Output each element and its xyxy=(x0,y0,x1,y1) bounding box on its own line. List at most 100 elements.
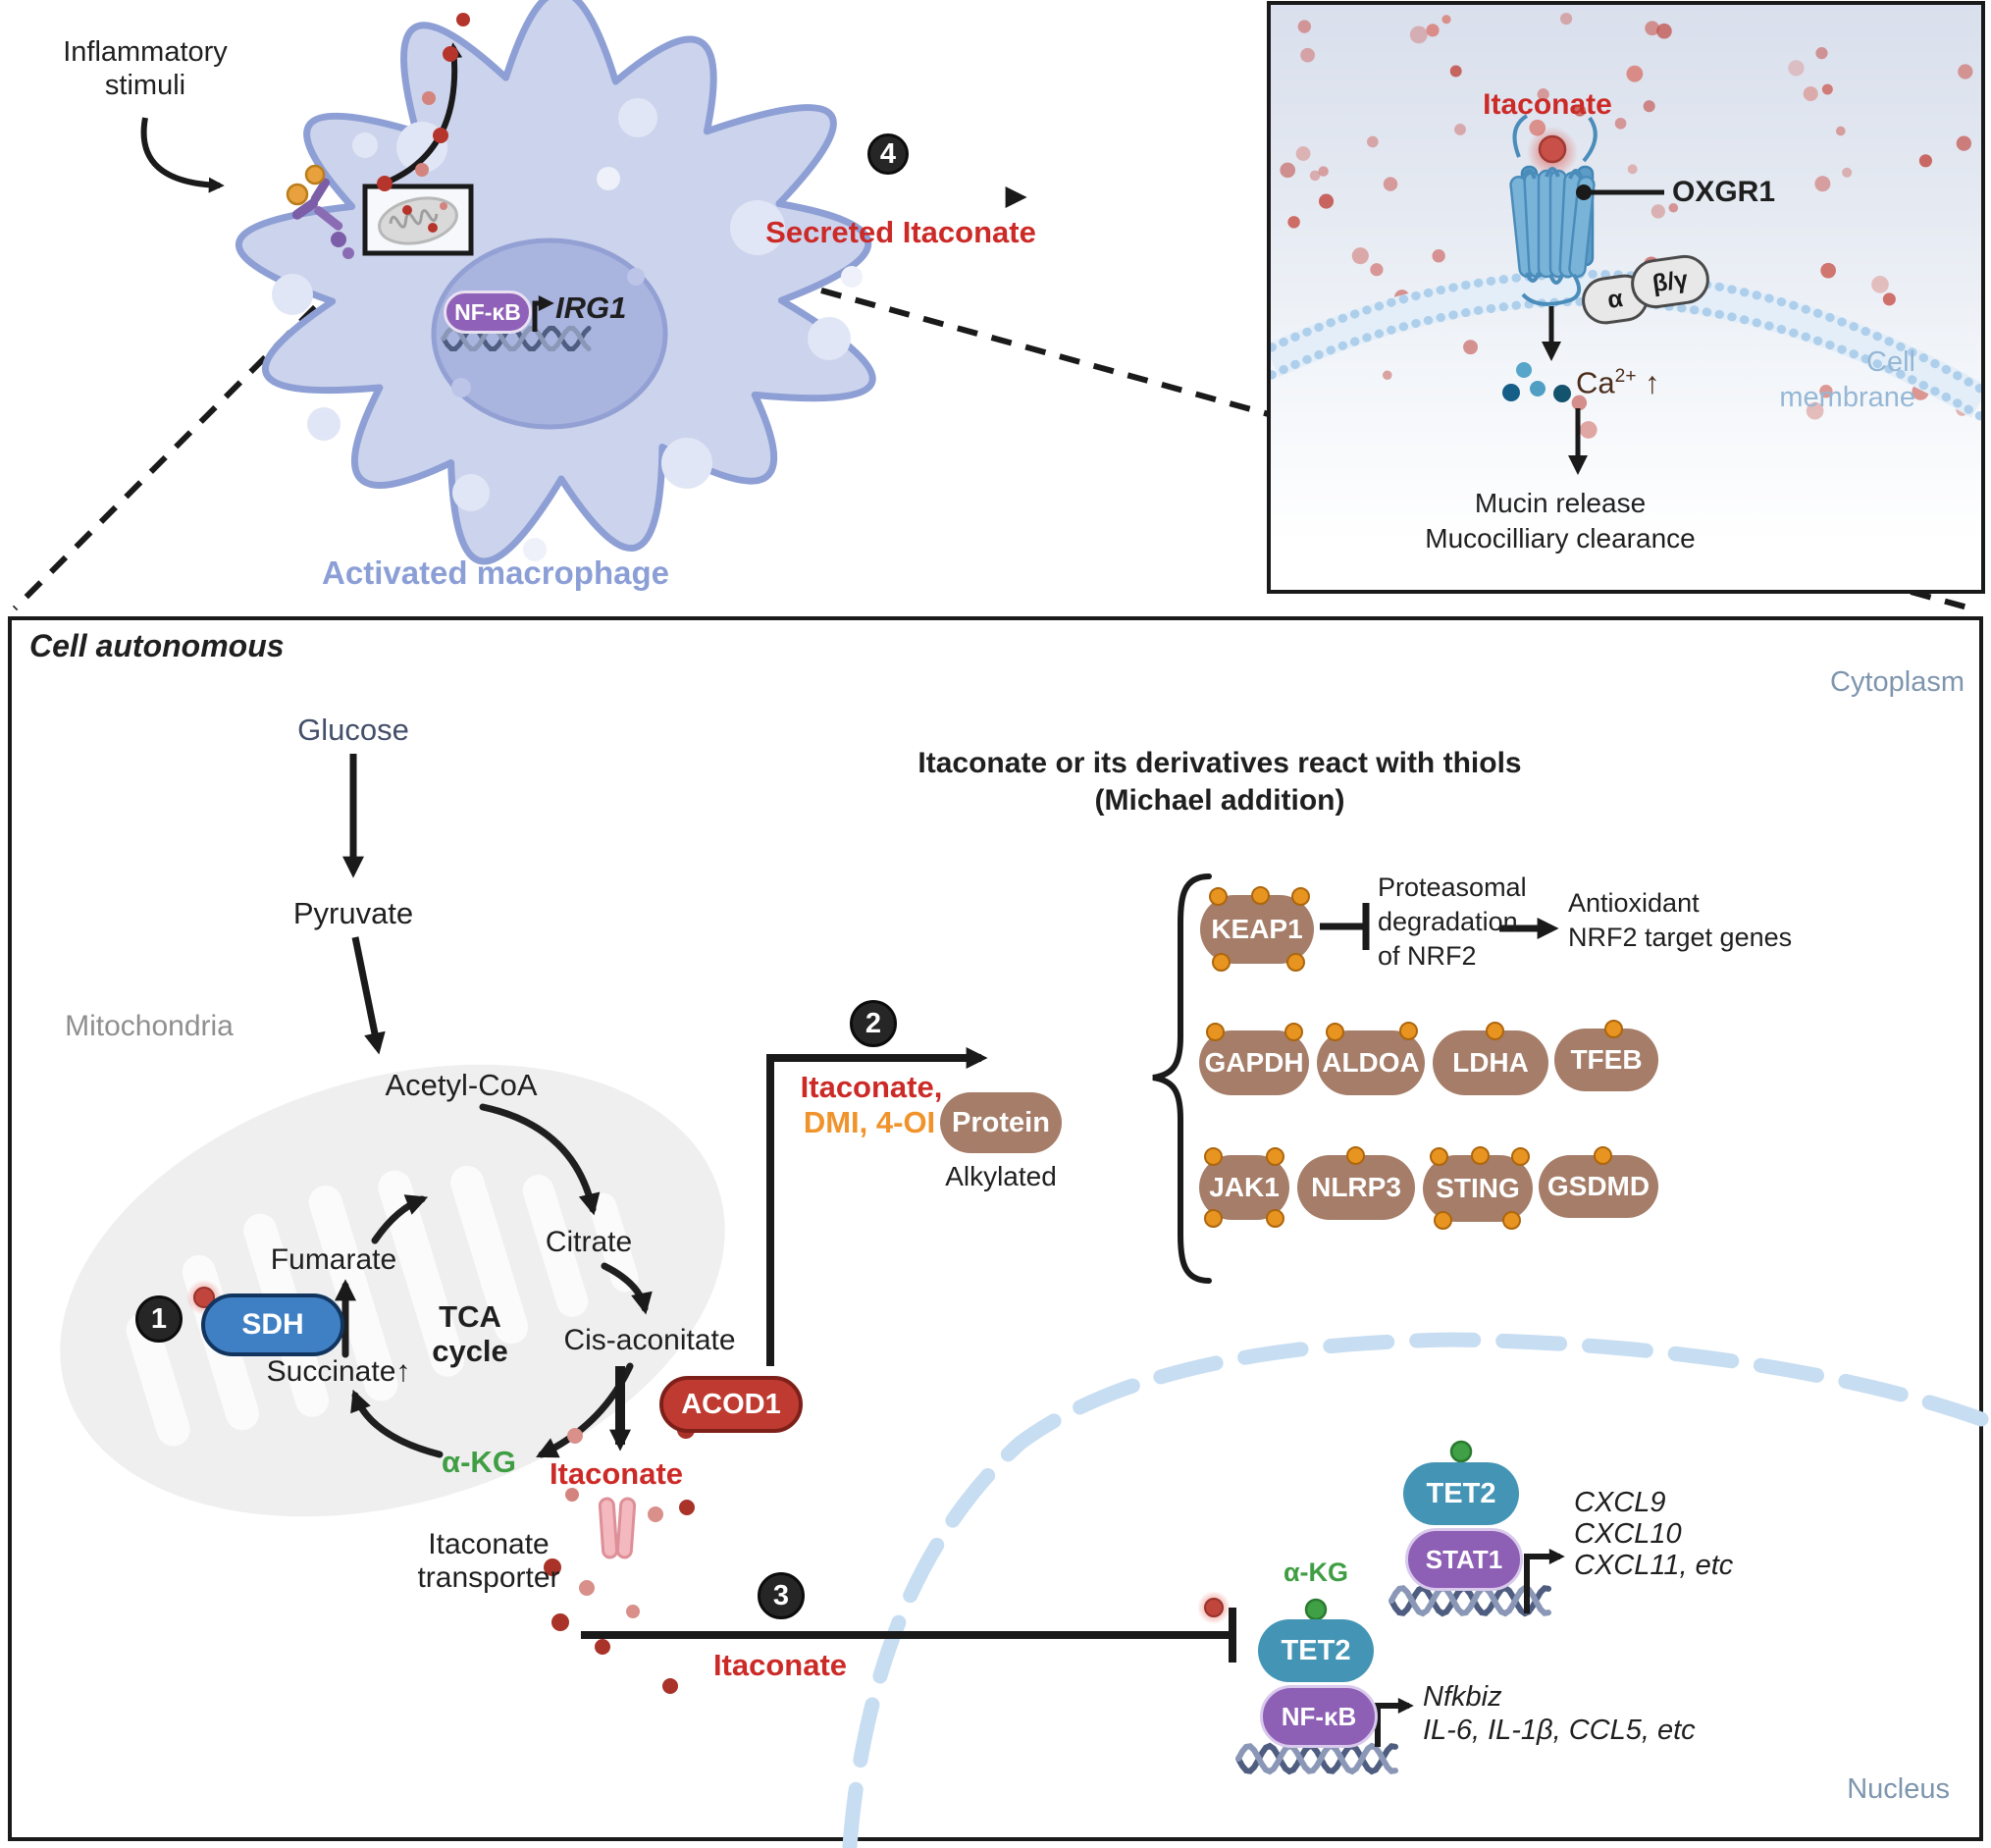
dna-helix xyxy=(1235,1742,1398,1775)
michael-title-line1: Itaconate or its derivatives react with … xyxy=(917,747,1522,779)
protein-pill: Protein xyxy=(940,1092,1062,1153)
glucose-label: Glucose xyxy=(297,713,409,747)
dna-helix xyxy=(441,326,592,351)
nfkb-gene-line1: Nfkbiz xyxy=(1423,1681,1502,1713)
alkylation-site-dot xyxy=(1429,1147,1448,1166)
alkylation-site-dot xyxy=(1510,1147,1530,1166)
nfkb-pill-macrophage: NF-κB xyxy=(444,290,532,334)
itaconate-dot xyxy=(1820,262,1837,279)
pyruvate-to-acetylcoa-arrow xyxy=(351,936,386,1055)
cis-aconitate-label: Cis-aconitate xyxy=(563,1324,736,1356)
fumarate-label: Fumarate xyxy=(270,1243,397,1276)
nuclear-akg-label: α-KG xyxy=(1283,1558,1349,1587)
gapdh-label: GAPDH xyxy=(1204,1047,1304,1078)
itaconate-transporter-icon xyxy=(598,1497,637,1559)
macrophage-vacuoles xyxy=(272,98,863,561)
stimuli-label-line1: Inflammatory xyxy=(63,36,228,68)
sdh-pill: SDH xyxy=(201,1294,344,1356)
substrates-line1: Itaconate, xyxy=(800,1070,943,1104)
nfkb-gene-arrow xyxy=(1375,1698,1414,1747)
stat1-gene-arrow xyxy=(1524,1549,1565,1613)
gsdmd-pill: GSDMD xyxy=(1539,1146,1658,1218)
nlrp3-pill: NLRP3 xyxy=(1297,1146,1415,1220)
g-alpha-label: α xyxy=(1605,284,1625,314)
step2-number: 2 xyxy=(865,1007,882,1039)
tet2-pill-nfkb: TET2 xyxy=(1258,1619,1374,1682)
sting-pill: STING xyxy=(1423,1146,1533,1230)
alkylation-site-dot xyxy=(1501,1211,1521,1230)
acetyl-coa-label: Acetyl-CoA xyxy=(385,1068,538,1102)
alkylation-site-dot xyxy=(1346,1146,1366,1165)
pyruvate-label: Pyruvate xyxy=(292,896,414,930)
alkylation-site-dot xyxy=(1211,953,1231,972)
step1-badge: 1 xyxy=(135,1295,183,1343)
itaconate-dot xyxy=(1627,164,1638,175)
keap1-effect-line2: degradation xyxy=(1378,907,1518,936)
nuclear-envelope xyxy=(842,1332,1989,1848)
tfeb-label: TFEB xyxy=(1570,1044,1643,1075)
keap1-outcome-line1: Antioxidant xyxy=(1568,888,1700,918)
transporter-label-line2: transporter xyxy=(417,1561,560,1594)
itaconate-dot xyxy=(1383,370,1392,381)
itaconate-dot xyxy=(1788,60,1805,77)
exported-itaconate-dots xyxy=(544,1421,695,1694)
step4-number: 4 xyxy=(879,137,897,170)
alkylation-site-dot xyxy=(1471,1146,1491,1165)
itaconate-dot xyxy=(1614,117,1627,130)
alkylation-site-dot xyxy=(1486,1022,1505,1040)
gapdh-pill: GAPDH xyxy=(1199,1023,1309,1095)
nfkb-label: NF-κB xyxy=(1281,1701,1357,1731)
itaconate-dot xyxy=(1871,276,1889,293)
up-arrow-glyph: ↑ xyxy=(1645,365,1660,400)
stimuli-label-line2: stimuli xyxy=(104,70,186,101)
secreted-itaconate-label: Secreted Itaconate xyxy=(765,215,1036,249)
stat1-gene-line3: CXCL11, etc xyxy=(1574,1550,1734,1581)
keap1-outcome-line2: NRF2 target genes xyxy=(1568,923,1793,952)
sting-label: STING xyxy=(1436,1173,1520,1203)
transporter-label-line1: Itaconate xyxy=(428,1528,550,1560)
itaconate-dot xyxy=(1309,170,1321,182)
targets-brace xyxy=(1152,873,1212,1284)
macrophage-label: Activated macrophage xyxy=(322,554,669,591)
itaconate-dot xyxy=(1956,135,1972,151)
itaconate-dot xyxy=(1573,104,1587,117)
step3-number: 3 xyxy=(772,1579,790,1611)
oxgr1-pointer xyxy=(1576,185,1664,200)
aldoa-pill: ALDOA xyxy=(1317,1022,1425,1095)
keap1-pathway-connectors xyxy=(1320,903,1559,950)
step2-arrow xyxy=(766,1047,988,1366)
itaconate-dot xyxy=(1814,176,1831,192)
mitochondria-label: Mitochondria xyxy=(65,1010,234,1042)
up-arrow-glyph: ↑ xyxy=(395,1355,411,1388)
substrates-line2: DMI, 4-OI xyxy=(803,1105,936,1139)
gsdmd-label: GSDMD xyxy=(1546,1171,1650,1201)
jak1-pill: JAK1 xyxy=(1199,1147,1289,1228)
alkylation-site-dot xyxy=(1251,886,1271,905)
akg-dot xyxy=(1449,1440,1473,1463)
itaconate-dot xyxy=(1650,204,1665,219)
succinate-label: Succinate↑ xyxy=(267,1356,411,1388)
itaconate-dot xyxy=(1821,83,1833,95)
oxgr1-itaconate-label: Itaconate xyxy=(1483,88,1612,121)
itaconate-dot xyxy=(1819,384,1833,398)
tca-label-line1: TCA xyxy=(439,1299,501,1334)
itaconate-dot xyxy=(1560,12,1573,26)
stimuli-receptor-icon xyxy=(286,164,354,259)
itaconate-dot xyxy=(1958,64,1973,79)
alkylation-site-dot xyxy=(1209,887,1229,906)
keap1-effect-line3: of NRF2 xyxy=(1378,941,1477,971)
nlrp3-label: NLRP3 xyxy=(1311,1172,1401,1202)
keap1-effect-line1: Proteasomal xyxy=(1378,872,1527,902)
alkylation-site-dot xyxy=(1290,887,1310,906)
michael-title-line2: (Michael addition) xyxy=(1094,784,1345,817)
itaconate-dot xyxy=(1645,21,1660,36)
itaconate-dot xyxy=(1454,124,1466,135)
nfkb-gene-line2: IL-6, IL-1β, CCL5, etc xyxy=(1423,1715,1696,1746)
ldha-label: LDHA xyxy=(1452,1047,1529,1078)
stimuli-arrow xyxy=(140,117,225,193)
alkylation-site-dot xyxy=(1205,1023,1225,1041)
itaconate-dot xyxy=(1300,47,1315,63)
itaconate-dot xyxy=(1668,202,1679,213)
